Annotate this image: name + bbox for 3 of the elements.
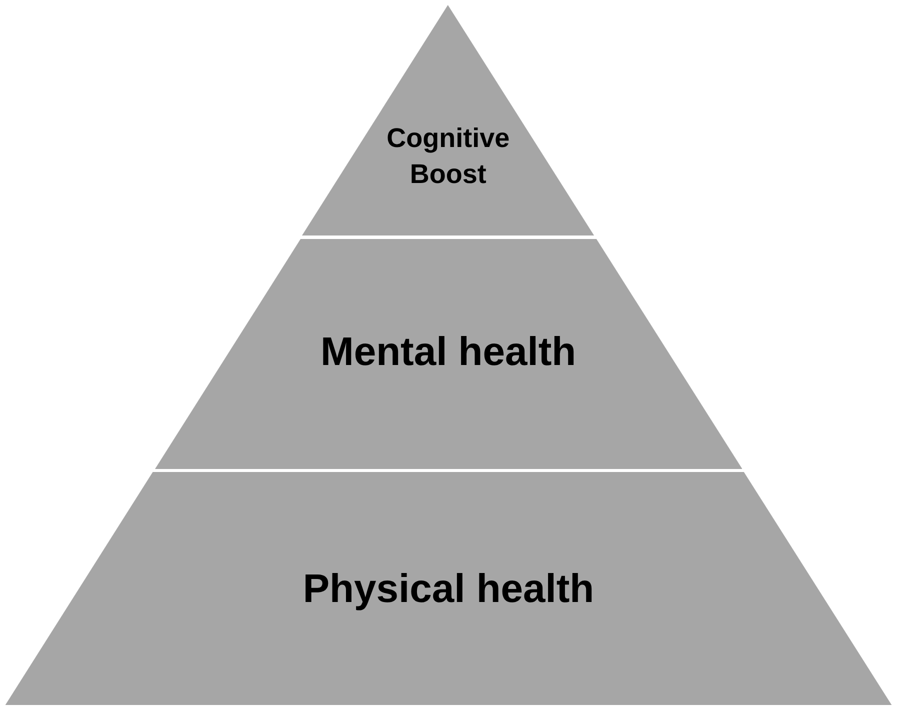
tier-label: Physical health bbox=[302, 566, 596, 613]
tier-label: Mental health bbox=[320, 329, 578, 376]
tier-label: Cognitive Boost bbox=[386, 122, 511, 192]
